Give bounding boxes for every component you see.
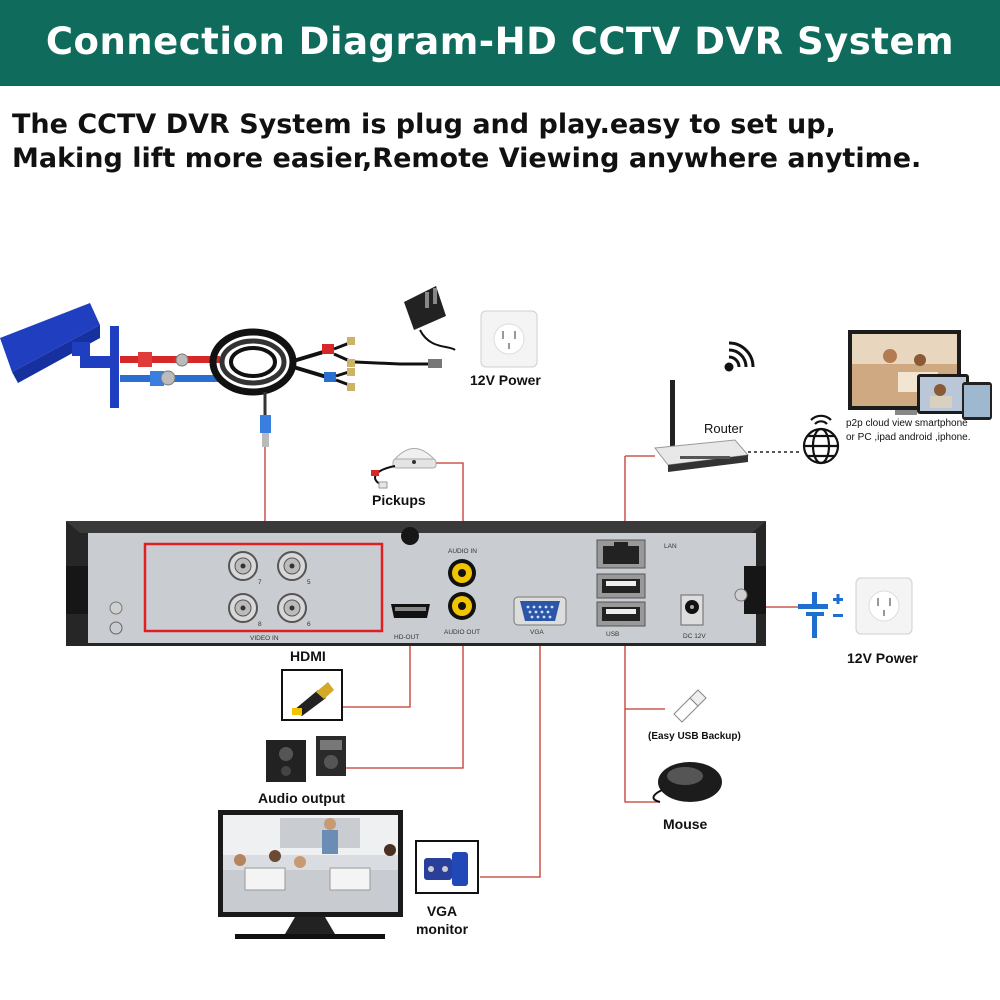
panel-label-ch8: 8: [258, 621, 262, 628]
label-router: Router: [704, 421, 744, 436]
hdmi-cable-icon: [281, 669, 343, 721]
bnc-port-7: [228, 551, 258, 581]
panel-label-ch5: 5: [307, 579, 311, 586]
intro-text: The CCTV DVR System is plug and play.eas…: [12, 108, 921, 176]
label-power-right: 12V Power: [847, 650, 918, 666]
mouse-icon: [652, 762, 722, 803]
audio-in-port-icon: [448, 559, 476, 587]
label-pickups: Pickups: [372, 492, 426, 508]
lan-port-icon: [596, 539, 646, 569]
bnc-cable-icon: [120, 328, 442, 447]
label-cloud-view: p2p cloud view smartphone or PC ,ipad an…: [846, 417, 971, 445]
pickups-microphone-icon: [371, 448, 437, 489]
wire-usb-mouse: [624, 620, 660, 803]
label-audio-output: Audio output: [258, 790, 346, 806]
panel-label-dc: DC 12V: [683, 633, 706, 640]
dvr-recorder: [66, 521, 766, 646]
label-cloud-line-2: or PC ,ipad android ,iphone.: [846, 432, 971, 443]
bnc-port-5: [277, 551, 307, 581]
panel-label-video-in: VIDEO IN: [250, 635, 279, 642]
panel-label-audio-in: AUDIO IN: [448, 548, 477, 555]
video-in-highlight-box: [143, 542, 384, 633]
panel-label-usb: USB: [606, 631, 619, 638]
panel-label-lan: LAN: [664, 543, 677, 550]
label-vga-monitor: VGA monitor: [411, 902, 473, 938]
power-adapter-icon: [404, 286, 456, 351]
speakers-icon: [266, 736, 346, 782]
panel-label-hd-out: HD-OUT: [394, 634, 419, 641]
dc-power-port-icon: [680, 594, 704, 626]
panel-label-ch7: 7: [258, 579, 262, 586]
label-mouse: Mouse: [663, 816, 708, 832]
intro-line-1: The CCTV DVR System is plug and play.eas…: [12, 109, 836, 140]
camera-icon: [0, 303, 119, 408]
tv-monitor-icon: [218, 810, 403, 939]
page-title: Connection Diagram-HD CCTV DVR System: [45, 20, 955, 63]
panel-labels: VIDEO IN HD-OUT AUDIO IN AUDIO OUT VGA L…: [250, 543, 706, 642]
remote-view-screens-icon: [848, 330, 992, 420]
connection-wires: [264, 420, 800, 878]
label-vga-line-2: monitor: [415, 921, 469, 937]
wire-hdmi: [342, 620, 411, 708]
panel-label-audio-out: AUDIO OUT: [444, 629, 480, 636]
vga-port-icon: [513, 596, 567, 626]
label-vga-line-1: VGA: [426, 903, 458, 919]
hdmi-port-icon: [391, 604, 430, 618]
bnc-port-6: [277, 593, 307, 623]
dc-symbol-icon: [798, 592, 843, 638]
label-cloud-line-1: p2p cloud view smartphone: [846, 418, 968, 429]
wifi-signal-icon: [724, 341, 755, 372]
wire-vga: [480, 625, 541, 878]
wire-audio-output: [346, 606, 464, 769]
usb-port-bottom-icon: [596, 601, 646, 627]
label-usb-backup: (Easy USB Backup): [648, 731, 741, 742]
label-power-top: 12V Power: [470, 372, 541, 388]
router-icon: [654, 380, 749, 472]
label-hdmi: HDMI: [290, 648, 326, 664]
globe-icon: [802, 414, 840, 465]
bnc-port-8: [228, 593, 258, 623]
usb-flash-drive-icon: [673, 689, 707, 723]
power-outlet-right-icon: [855, 577, 913, 635]
panel-label-vga: VGA: [530, 629, 544, 636]
panel-label-ch6: 6: [307, 621, 311, 628]
power-outlet-top-icon: [480, 310, 538, 368]
audio-out-port-icon: [448, 592, 476, 620]
bnc-ports: [228, 551, 307, 623]
intro-line-2: Making lift more easier,Remote Viewing a…: [12, 143, 922, 174]
vga-cable-icon: [415, 840, 479, 894]
title-banner: Connection Diagram-HD CCTV DVR System: [0, 0, 1000, 86]
usb-port-top-icon: [596, 573, 646, 599]
